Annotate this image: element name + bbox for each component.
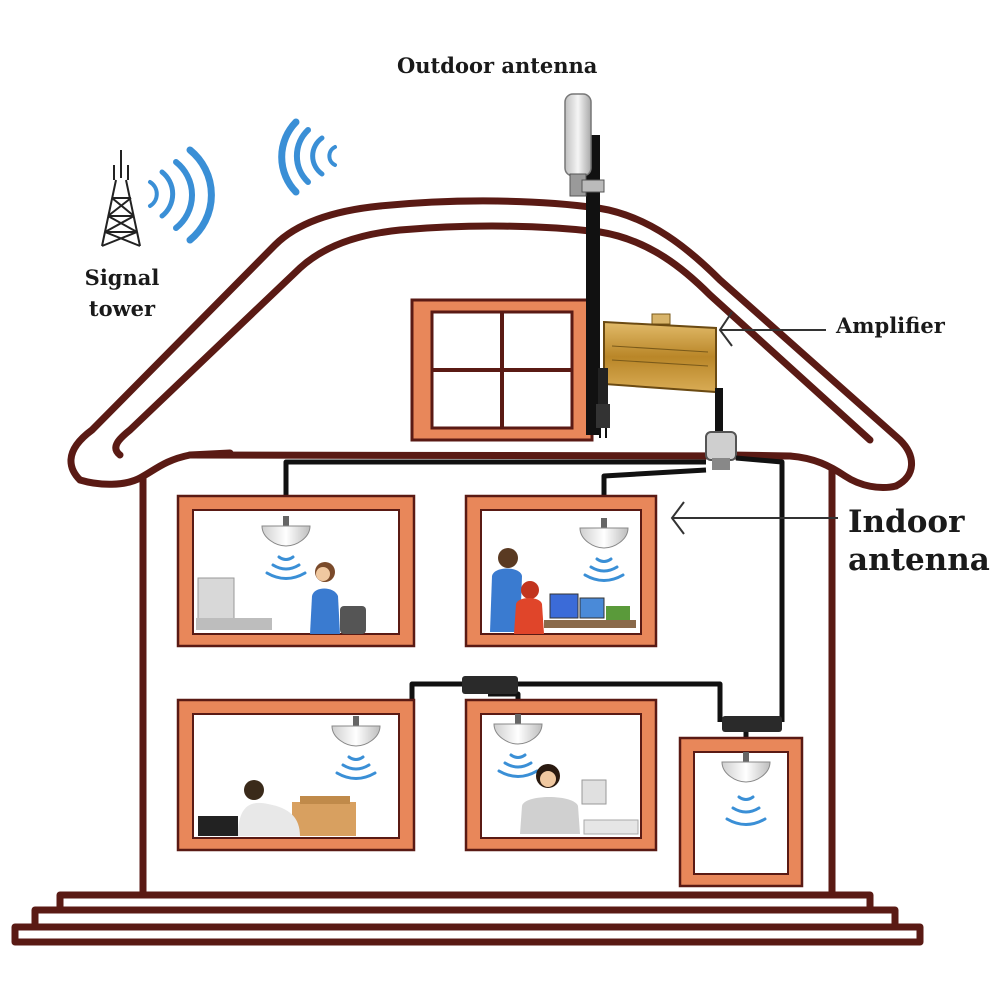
house-outline xyxy=(11,197,924,946)
signal-tower-label: Signal tower xyxy=(62,262,182,324)
indoor-antenna-icon xyxy=(261,516,771,783)
indoor-antenna-label-line2: antenna xyxy=(848,542,990,578)
tower-signal-waves-icon xyxy=(148,146,215,244)
woman-with-headset-icon xyxy=(520,764,639,835)
splitter-icon xyxy=(705,431,737,470)
amplifier-pointer-arrow xyxy=(718,311,826,347)
attic-window xyxy=(410,298,594,442)
incoming-signal-waves-icon xyxy=(278,118,337,196)
amplifier-icon xyxy=(596,313,717,438)
indoor-signal-waves-icon xyxy=(265,555,767,826)
indoor-antenna-label: Indoor antenna xyxy=(848,503,990,579)
room-splitter-icon xyxy=(722,716,782,732)
two-people-at-computer-icon xyxy=(490,548,636,634)
signal-tower-icon xyxy=(101,150,141,247)
outdoor-antenna-icon xyxy=(564,93,605,435)
floor-splitter-icon xyxy=(462,676,518,694)
indoor-antenna-pointer-arrow xyxy=(670,501,838,535)
amplifier-label: Amplifier xyxy=(836,313,945,338)
signal-tower-label-line2: tower xyxy=(88,296,156,321)
outdoor-antenna-label: Outdoor antenna xyxy=(397,53,598,78)
indoor-antenna-label-line1: Indoor xyxy=(848,504,965,540)
man-with-laptop-icon xyxy=(198,780,356,836)
woman-on-phone-icon xyxy=(196,562,366,634)
signal-tower-label-line1: Signal xyxy=(84,265,160,290)
